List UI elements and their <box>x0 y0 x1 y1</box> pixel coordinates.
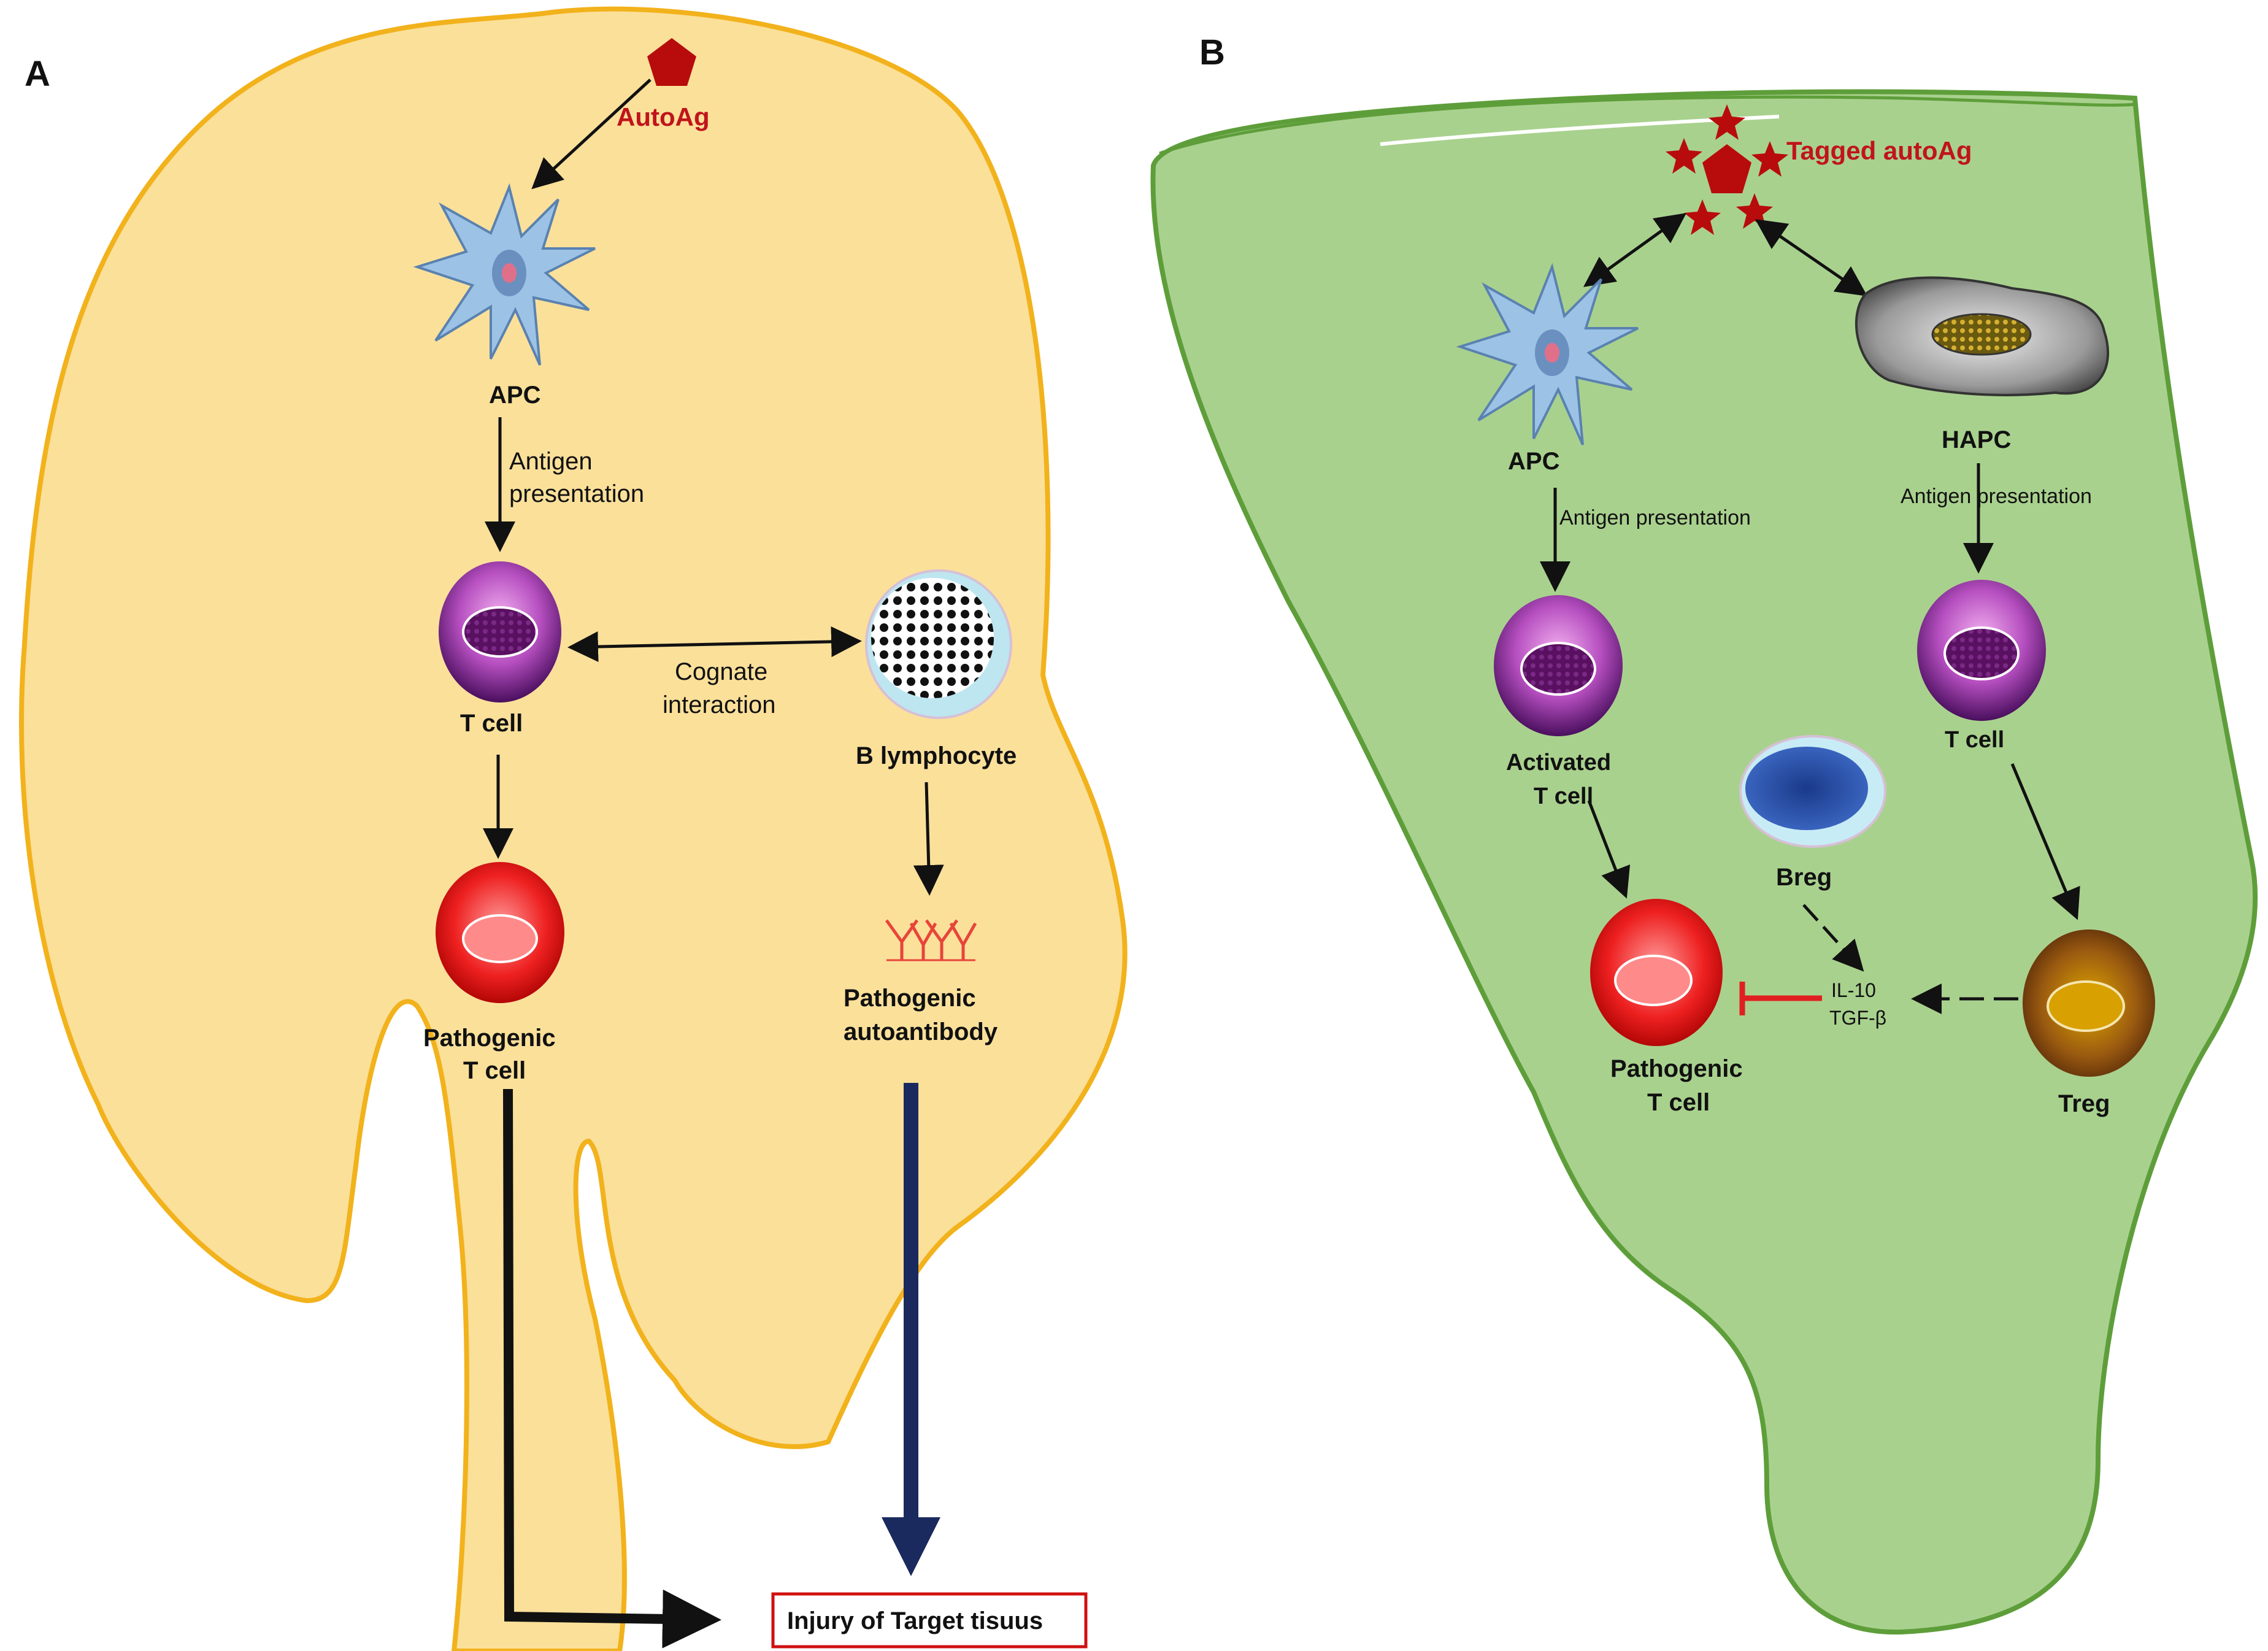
apc-dendritic-cell-icon <box>413 183 596 366</box>
t-cell-b-label: T cell <box>1945 727 2004 753</box>
t-cell-b-icon <box>1917 580 2046 721</box>
breg-to-cytokines-arrow <box>1802 904 1864 972</box>
b-lymphocyte-icon <box>865 569 1012 719</box>
activated-to-pathogenic-arrow <box>1587 800 1631 899</box>
antigen-presentation-label-1: Antigen <box>509 448 593 475</box>
antigen-presentation-b-left: Antigen presentation <box>1559 506 1751 529</box>
pathogenic-t-label-2: T cell <box>463 1057 526 1084</box>
apc-label: APC <box>489 382 540 409</box>
apc-b-dendritic-cell-icon <box>1456 263 1639 445</box>
b-to-antibody-arrow <box>913 782 944 896</box>
breg-label: Breg <box>1776 864 1832 891</box>
tagged-to-hapc-arrow <box>1755 219 1868 296</box>
treg-label: Treg <box>2058 1090 2110 1117</box>
tagged-autoag-label: Tagged autoAg <box>1786 136 1972 165</box>
apc-b-label: APC <box>1508 448 1559 475</box>
cognate-label-2: interaction <box>663 691 776 718</box>
autoag-label: AutoAg <box>617 102 710 131</box>
panel-b-top-edge <box>1159 95 2135 155</box>
panel-b-top-gap <box>1380 115 1780 146</box>
pathogenic-ab-label-1: Pathogenic <box>844 985 976 1012</box>
pathogenic-ab-label-2: autoantibody <box>844 1018 998 1045</box>
activated-t-label-1: Activated <box>1506 750 1611 775</box>
t-cell-icon <box>439 561 561 702</box>
pathogenic-t-b-label-2: T cell <box>1647 1089 1710 1116</box>
il10-label: IL-10 <box>1831 979 1876 1001</box>
tgfb-label: TGF-β <box>1829 1007 1886 1029</box>
pathogenic-t-cell-icon <box>436 862 564 1003</box>
tagged-autoag-icon <box>1666 104 1788 235</box>
antigen-presentation-label-2: presentation <box>509 480 644 507</box>
autoantibody-icon <box>885 919 977 961</box>
cognate-label-1: Cognate <box>675 658 767 685</box>
panel-b: B Tagged autoAg APC Antigen presentation… <box>1150 33 2258 1635</box>
pathogenic-t-to-injury-arrow <box>503 1088 721 1649</box>
hapc-cell-icon <box>1855 276 2110 396</box>
panel-b-letter: B <box>1199 33 1225 72</box>
activated-t-cell-icon <box>1494 595 1623 736</box>
autoag-pentagon-icon <box>647 38 696 86</box>
cognate-interaction-arrow <box>567 626 862 663</box>
t-cell-label: T cell <box>460 710 523 737</box>
autoag-to-apc-arrow <box>531 79 652 190</box>
pathogenic-t-label-1: Pathogenic <box>423 1025 556 1052</box>
injury-box <box>771 1592 1088 1649</box>
breg-cell-icon <box>1739 735 1886 848</box>
activated-t-label-2: T cell <box>1534 783 1593 809</box>
panel-a-letter: A <box>25 54 50 94</box>
panel-a-body <box>19 6 1128 1651</box>
panel-a: A AutoAg APC Antigen presentation T cell… <box>19 6 1128 1651</box>
injury-label: Injury of Target tisuus <box>787 1607 1043 1634</box>
tagged-to-apc-arrow <box>1583 213 1687 287</box>
pathogenic-t-cell-b-icon <box>1590 899 1723 1046</box>
pathogenic-t-b-label-1: Pathogenic <box>1610 1055 1743 1082</box>
b-lymphocyte-label: B lymphocyte <box>856 742 1017 769</box>
tcell-to-treg-arrow <box>2010 763 2080 920</box>
hapc-label: HAPC <box>1942 426 2011 453</box>
antigen-presentation-b-right: Antigen presentation <box>1901 485 2092 508</box>
treg-cell-icon <box>2023 929 2155 1077</box>
